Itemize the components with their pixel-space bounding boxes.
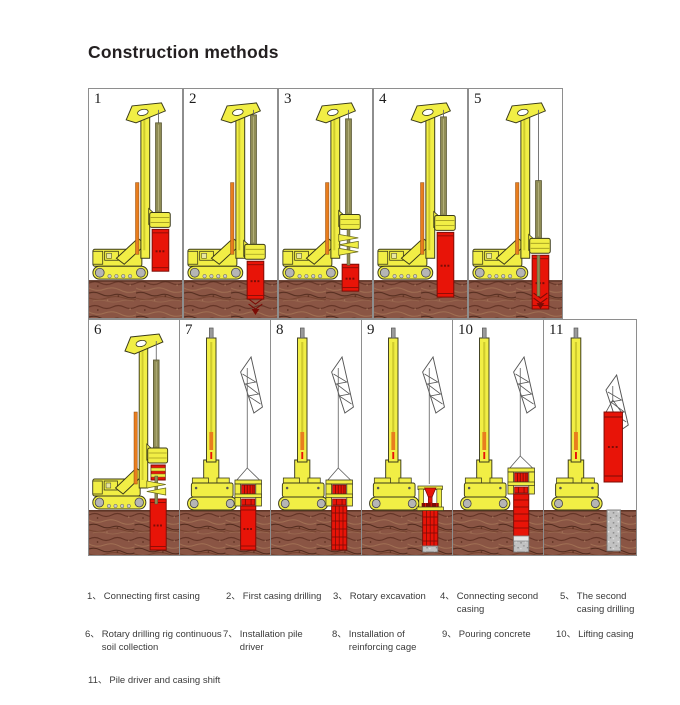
- panel-number: 4: [379, 91, 387, 107]
- pile-casing-shift-drawing: [544, 327, 636, 555]
- panel-step-5: 5: [468, 88, 563, 319]
- caption-number: 6、: [85, 629, 100, 640]
- panel-illustration: [374, 89, 467, 318]
- pile-reinforcing-cage-drawing: [271, 327, 361, 555]
- panel-number: 6: [94, 322, 102, 338]
- caption-text: Rotary drilling rig continuous soil coll…: [101, 629, 222, 653]
- caption-step-9: 9、 Pouring concrete: [442, 629, 569, 642]
- caption-text: The second casing drilling: [576, 591, 635, 615]
- caption-step-3: 3、 Rotary excavation: [333, 591, 460, 604]
- caption-step-10: 10、 Lifting casing: [556, 629, 680, 642]
- panel-illustration: [271, 320, 361, 555]
- caption-number: 9、: [442, 629, 457, 640]
- panel-illustration: [362, 320, 452, 555]
- caption-text: Connecting first casing: [103, 591, 200, 602]
- rig-rotary-excavation-drawing: [279, 102, 372, 318]
- caption-number: 2、: [226, 591, 241, 602]
- panel-number: 8: [276, 322, 284, 338]
- caption-text: Pouring concrete: [458, 629, 531, 640]
- panel-illustration: [279, 89, 372, 318]
- panel-number: 3: [284, 91, 292, 107]
- rig-first-casing-drilling-drawing: [184, 102, 277, 318]
- caption-text: First casing drilling: [242, 591, 322, 602]
- caption-number: 3、: [333, 591, 348, 602]
- panel-illustration: [469, 89, 562, 318]
- caption-number: 4、: [440, 591, 455, 602]
- caption-step-1: 1、 Connecting first casing: [87, 591, 254, 604]
- caption-text: Pile driver and casing shift: [109, 675, 221, 686]
- pile-lifting-casing-drawing: [453, 327, 543, 555]
- panel-illustration: [544, 320, 636, 555]
- panel-step-10: 10: [452, 319, 544, 556]
- panel-number: 5: [474, 91, 482, 107]
- pile-pouring-concrete-drawing: [362, 327, 452, 555]
- panel-illustration: [184, 89, 277, 318]
- panel-illustration: [180, 320, 270, 555]
- panel-step-11: 11: [543, 319, 637, 556]
- panel-step-7: 7: [179, 319, 271, 556]
- panel-step-4: 4: [373, 88, 468, 319]
- panel-number: 2: [189, 91, 197, 107]
- caption-step-4: 4、 Connecting second casing: [440, 591, 549, 617]
- panel-number: 1: [94, 91, 102, 107]
- caption-text: Installation pile driver: [239, 629, 303, 653]
- panel-number: 10: [458, 322, 473, 338]
- rig-connect-first-casing-drawing: [89, 102, 182, 318]
- panel-step-1: 1: [88, 88, 183, 319]
- caption-text: Rotary excavation: [349, 591, 426, 602]
- caption-number: 8、: [332, 629, 347, 640]
- caption-step-5: 5、 The second casing drilling: [560, 591, 647, 617]
- panel-step-9: 9: [361, 319, 453, 556]
- panel-step-3: 3: [278, 88, 373, 319]
- caption-number: 1、: [87, 591, 102, 602]
- panel-illustration: [89, 89, 182, 318]
- rig-second-casing-drilling-drawing: [469, 102, 562, 318]
- panel-step-6: 6: [88, 319, 180, 556]
- panel-number: 7: [185, 322, 193, 338]
- caption-number: 5、: [560, 591, 575, 602]
- rig-connect-second-casing-drawing: [374, 102, 467, 318]
- panel-illustration: [89, 320, 179, 555]
- caption-step-6: 6、 Rotary drilling rig continuous soil c…: [85, 629, 238, 655]
- caption-text: Connecting second casing: [456, 591, 539, 615]
- panel-number: 9: [367, 322, 375, 338]
- caption-step-11: 11、 Pile driver and casing shift: [88, 675, 329, 688]
- caption-step-2: 2、 First casing drilling: [226, 591, 363, 604]
- caption-number: 11、: [88, 675, 108, 686]
- caption-number: 10、: [556, 629, 577, 640]
- panel-illustration: [453, 320, 543, 555]
- pile-installation-driver-drawing: [180, 327, 270, 555]
- caption-step-8: 8、 Installation of reinforcing cage: [332, 629, 429, 655]
- rig-continuous-soil-collection-drawing: [89, 333, 179, 555]
- caption-text: Installation of reinforcing cage: [348, 629, 417, 653]
- caption-number: 7、: [223, 629, 238, 640]
- caption-step-7: 7、 Installation pile driver: [223, 629, 314, 655]
- caption-text: Lifting casing: [578, 629, 634, 640]
- panel-number: 11: [549, 322, 564, 338]
- page-title: Construction methods: [88, 42, 279, 62]
- panel-step-8: 8: [270, 319, 362, 556]
- panel-step-2: 2: [183, 88, 278, 319]
